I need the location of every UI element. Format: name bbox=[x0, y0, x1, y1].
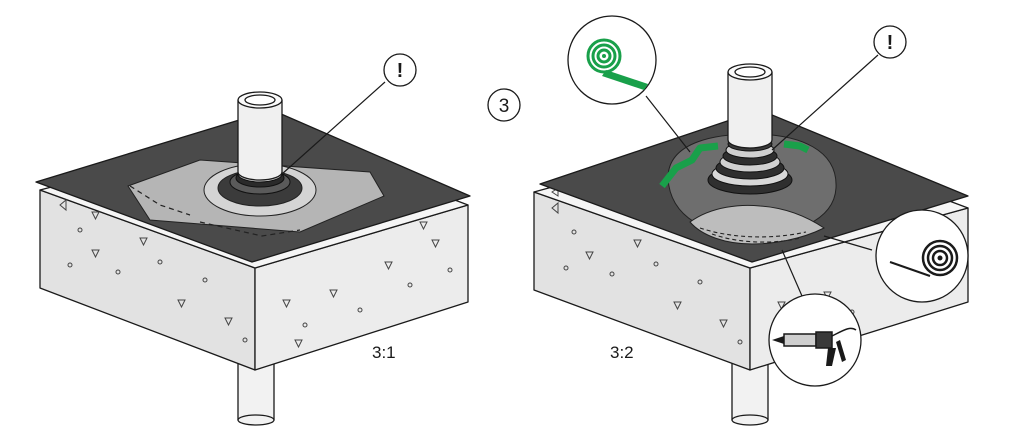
sealing-roll-callout bbox=[875, 209, 969, 303]
sealing-tape bbox=[659, 140, 810, 189]
warning-symbol: ! bbox=[887, 32, 894, 54]
sealant-callout bbox=[768, 293, 862, 387]
caulking-gun-icon bbox=[772, 327, 857, 366]
pipe-top bbox=[237, 91, 283, 181]
warning-symbol: ! bbox=[397, 60, 404, 82]
panel-caption: 3:1 bbox=[372, 343, 396, 362]
warning-marker bbox=[383, 53, 417, 87]
panel-3-2: ! bbox=[533, 15, 969, 426]
panel-caption: 3:2 bbox=[610, 343, 634, 362]
panel-3-1: ! 3:1 bbox=[35, 53, 471, 426]
sealing-roll-callout-line bbox=[823, 235, 873, 251]
sealant-callout-line bbox=[781, 249, 803, 297]
tape-roll-icon bbox=[586, 38, 648, 90]
sealing-tape-roll-icon bbox=[889, 239, 959, 277]
step-number: 3 bbox=[499, 96, 510, 117]
pipe-top bbox=[727, 63, 773, 149]
tape-roll-callout bbox=[567, 15, 657, 105]
warning-marker bbox=[873, 25, 907, 59]
step-badge bbox=[487, 88, 521, 122]
warning-callout-line bbox=[771, 54, 879, 151]
warning-callout-line bbox=[281, 81, 386, 175]
tape-callout-line bbox=[645, 95, 691, 153]
pipe-flashing bbox=[127, 159, 385, 237]
